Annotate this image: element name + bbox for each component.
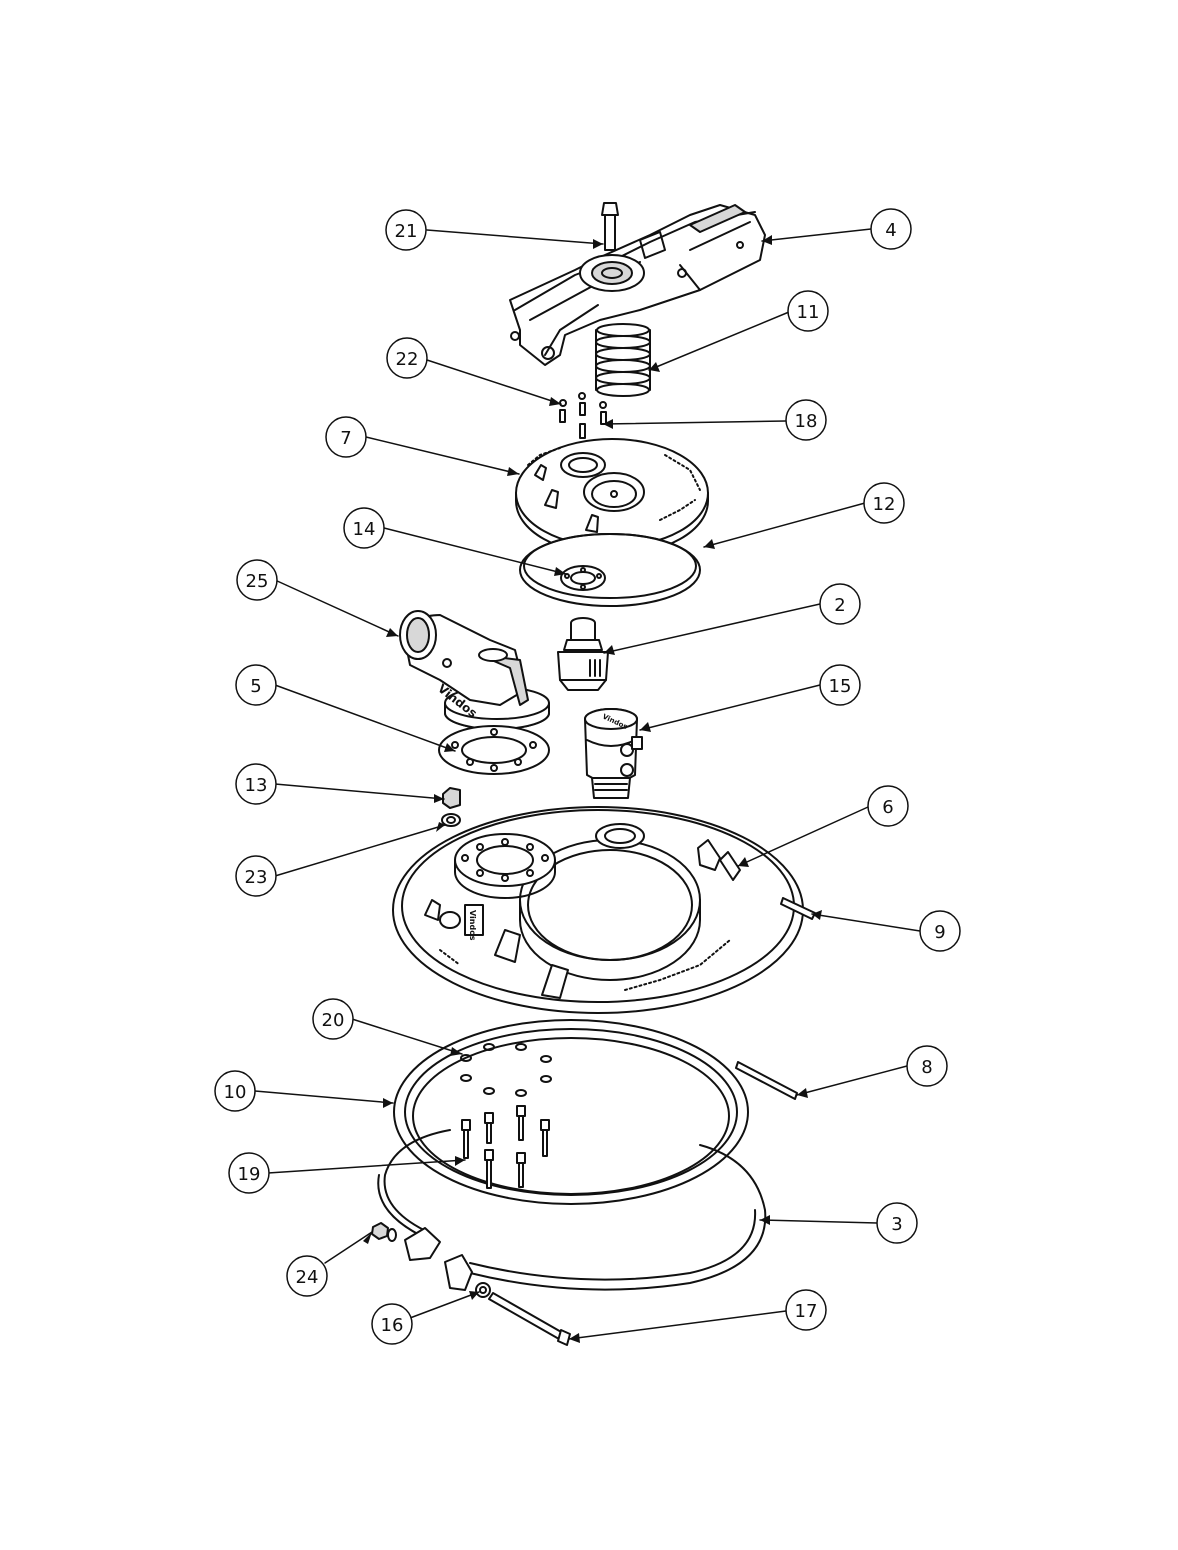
callout-9: 9	[919, 910, 961, 952]
leader-lines	[254, 228, 921, 1340]
callout-10: 10	[214, 1070, 256, 1112]
callout-label-8: 8	[921, 1057, 932, 1078]
callout-label-24: 24	[296, 1267, 319, 1288]
part-6-lid: Vindos	[392, 806, 804, 1014]
callout-label-22: 22	[396, 349, 419, 370]
callout-15: 5	[235, 664, 277, 706]
callout-23: 23	[235, 855, 277, 897]
callout-label-3: 3	[891, 1214, 902, 1235]
callout-18: 18	[785, 399, 827, 441]
callout-label-13: 13	[245, 775, 268, 796]
callout-7: 7	[325, 416, 367, 458]
part-9-pin	[780, 897, 816, 920]
callout-label-15: 5	[250, 676, 261, 697]
part-8-rod	[735, 1061, 798, 1100]
callout-12: 12	[863, 482, 905, 524]
callout-bubbles: 21 4 11 22 18 7 12 14 25 2 5 15 13 23 6 …	[214, 208, 961, 1345]
callout-2: 2	[819, 583, 861, 625]
callout-label-21: 21	[395, 221, 418, 242]
part-22-washer	[559, 392, 607, 409]
callout-label-17: 17	[795, 1301, 818, 1322]
callout-24: 24	[286, 1255, 328, 1297]
callout-19: 19	[228, 1152, 270, 1194]
callout-label-7: 7	[340, 428, 351, 449]
callout-21: 21	[385, 209, 427, 251]
part-15-flange-gasket	[438, 725, 550, 775]
callout-22: 22	[386, 337, 428, 379]
callout-3: 3	[876, 1202, 918, 1244]
part-16-washer	[475, 1282, 491, 1298]
callout-label-5: 15	[829, 676, 852, 697]
callout-label-12: 12	[873, 494, 896, 515]
callout-label-9: 9	[934, 922, 945, 943]
part-24-nut	[371, 1222, 397, 1242]
leader-arrowheads	[363, 235, 822, 1343]
callout-label-14: 14	[353, 519, 376, 540]
callout-17: 17	[785, 1289, 827, 1331]
callout-16: 16	[371, 1303, 413, 1345]
part-18-screws	[559, 402, 607, 439]
callout-6: 6	[867, 785, 909, 827]
part-2-valve-cartridge	[557, 617, 609, 691]
callout-label-4: 4	[885, 220, 896, 241]
callout-label-20: 20	[322, 1010, 345, 1031]
part-17-long-bolt	[488, 1292, 571, 1346]
brand-logo-lid: Vindos	[468, 910, 477, 941]
part-19-bolts	[461, 1105, 550, 1189]
part-5-valve-body: Vindos	[584, 708, 643, 799]
callout-14: 14	[343, 507, 385, 549]
part-25-elbow-flange: Vindos	[399, 610, 550, 730]
callout-label-19: 19	[238, 1164, 261, 1185]
part-7-cover-plate	[515, 438, 709, 556]
part-11-spring	[595, 323, 651, 397]
part-21-bolt	[601, 202, 619, 251]
part-13-nut	[442, 787, 461, 809]
callout-5: 15	[819, 664, 861, 706]
callout-label-6: 6	[882, 797, 893, 818]
callout-8: 8	[906, 1045, 948, 1087]
callout-4: 4	[870, 208, 912, 250]
callout-label-10: 10	[224, 1082, 247, 1103]
callout-11: 11	[787, 290, 829, 332]
callout-label-25: 25	[246, 571, 269, 592]
callout-label-11: 11	[797, 302, 820, 323]
callout-13: 13	[235, 763, 277, 805]
callout-label-23: 23	[245, 867, 268, 888]
callout-label-18: 18	[795, 411, 818, 432]
part-10-seal-ring	[393, 1019, 749, 1205]
part-14-gasket	[560, 565, 606, 591]
part-4-lever-handle	[509, 204, 766, 366]
part-20-washers	[460, 1043, 552, 1097]
callout-20: 20	[312, 998, 354, 1040]
callout-25: 25	[236, 559, 278, 601]
part-12-o-ring	[519, 533, 701, 607]
part-3-clamp-band	[377, 1129, 767, 1291]
part-23-washer	[441, 813, 461, 827]
callout-label-2: 2	[834, 595, 845, 616]
callout-label-16: 16	[381, 1315, 404, 1336]
